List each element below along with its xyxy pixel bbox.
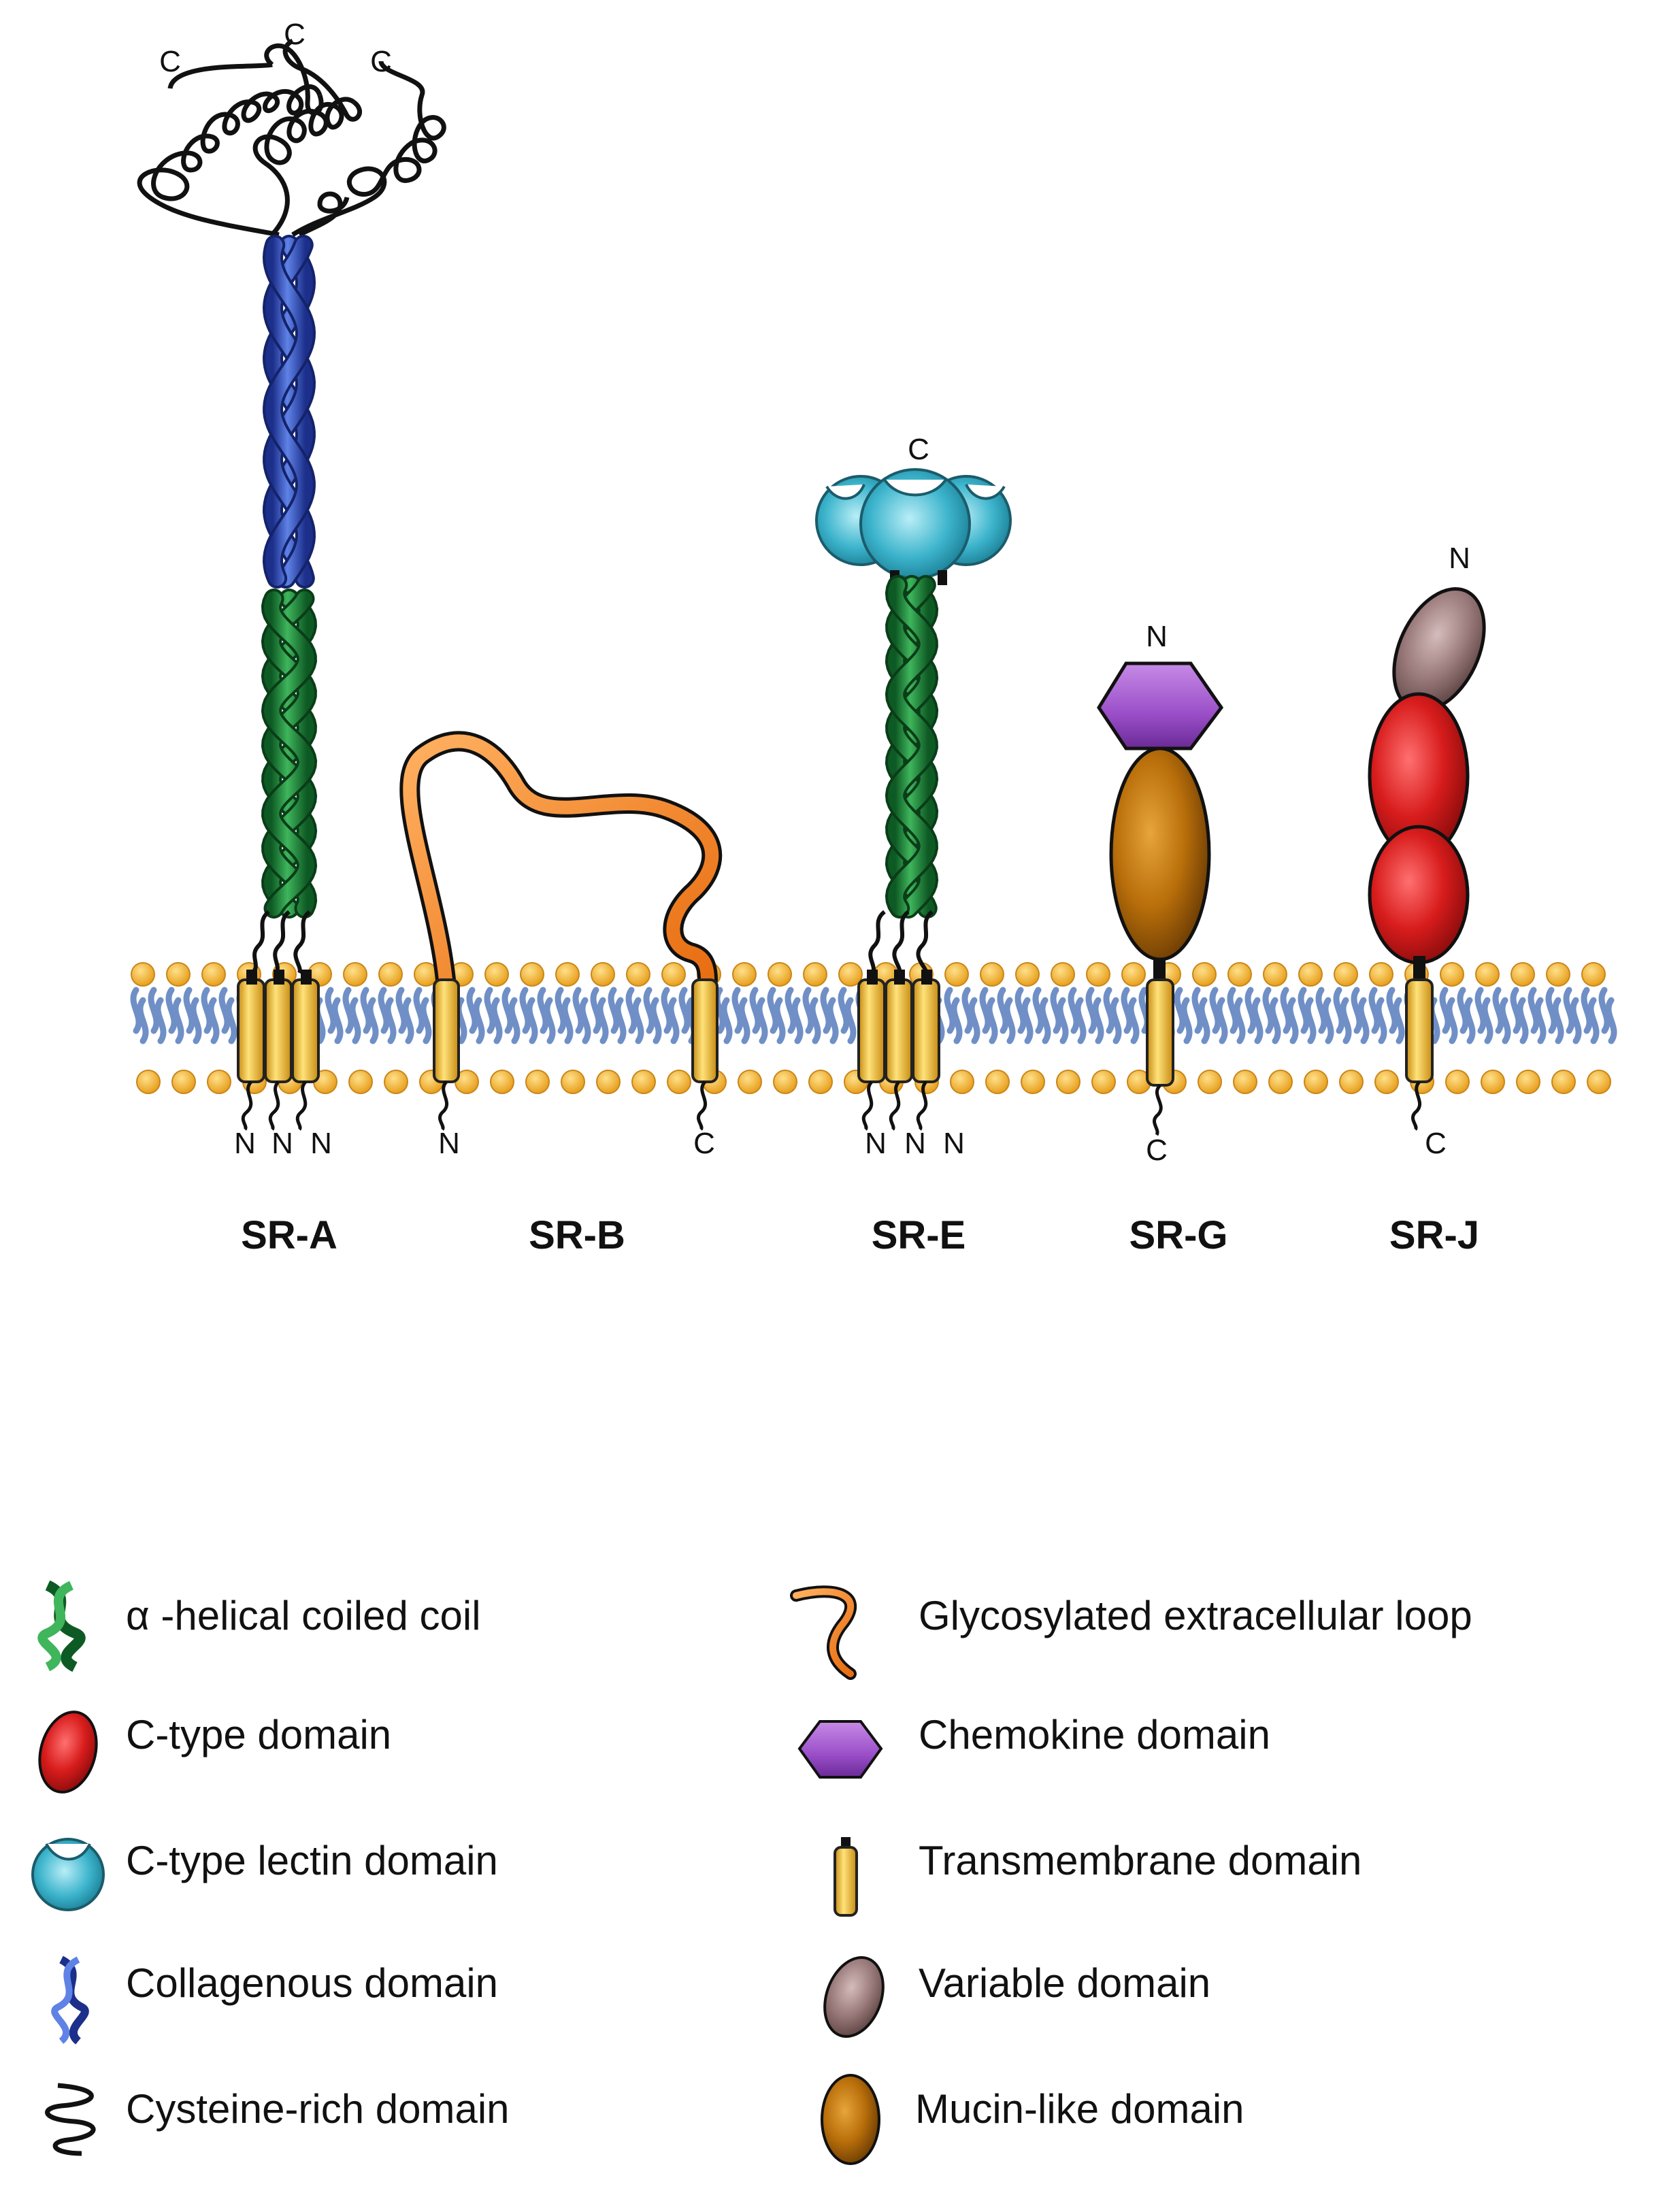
legend-label-transmembrane: Transmembrane domain <box>919 1838 1361 1883</box>
sr-e-transmembrane <box>857 970 940 1083</box>
collagenous-domain <box>262 235 316 589</box>
sr-b-label: SR-B <box>529 1213 625 1257</box>
coiled-coil-icon <box>37 1580 86 1672</box>
sr-e-n-terminal-2: N <box>904 1127 926 1160</box>
glycosylated-extracellular-loop <box>399 731 723 990</box>
sr-a-n-terminal-1: N <box>234 1127 256 1160</box>
hexagon-icon <box>797 1720 883 1779</box>
sr-a-c-terminal-2: C <box>284 18 306 51</box>
legend-label-cysteine-rich: Cysteine-rich domain <box>126 2086 510 2132</box>
legend-label-glycosylated-loop: Glycosylated extracellular loop <box>919 1593 1472 1638</box>
sr-a-n-terminal-2: N <box>271 1127 293 1160</box>
sr-j-label: SR-J <box>1389 1213 1479 1257</box>
legend-label-lectin: C-type lectin domain <box>126 1838 498 1883</box>
mauve-oval-icon <box>823 1955 885 2038</box>
legend-label-variable: Variable domain <box>919 1960 1210 2006</box>
sr-g-label: SR-G <box>1129 1213 1228 1257</box>
squiggle-icon <box>45 2083 96 2156</box>
sr-e-n-terminal-1: N <box>865 1127 887 1160</box>
lectin-icon <box>31 1838 105 1911</box>
sr-e-n-terminal-3: N <box>943 1127 965 1160</box>
sr-e-coiled-coil <box>885 575 939 919</box>
mucin-like-domain <box>1109 746 1211 961</box>
cylinder-icon <box>834 1837 858 1917</box>
receptor-sr-e: C N N N SR-E <box>815 433 1012 1257</box>
sr-b-n-terminal: N <box>438 1127 460 1160</box>
alpha-helical-coiled-coil <box>261 589 318 919</box>
c-type-domain-2 <box>1368 825 1470 965</box>
sr-g-transmembrane <box>1146 978 1174 1087</box>
receptor-sr-a: C C C N N N SR-A <box>137 18 446 1257</box>
legend: α -helical coiled coil C-type domain C-t… <box>31 1580 1472 2165</box>
chemokine-domain <box>1097 661 1224 750</box>
sr-a-n-terminal-3: N <box>310 1127 332 1160</box>
sr-e-c-terminal: C <box>908 433 929 466</box>
collagen-icon <box>51 1955 89 2045</box>
legend-label-chemokine: Chemokine domain <box>919 1712 1270 1757</box>
sr-b-c-terminal: C <box>693 1127 715 1160</box>
cysteine-rich-domain <box>137 38 446 237</box>
sr-a-c-terminal-3: C <box>370 45 392 78</box>
brown-oval-icon <box>821 2074 880 2165</box>
sr-j-transmembrane <box>1405 978 1434 1083</box>
loop-icon <box>790 1585 857 1680</box>
sr-g-c-terminal: C <box>1146 1134 1168 1167</box>
receptor-sr-j: N C SR-J <box>1368 542 1486 1257</box>
sr-j-c-terminal: C <box>1425 1127 1447 1160</box>
legend-label-collagenous: Collagenous domain <box>126 1960 498 2006</box>
sr-b-transmembrane-1 <box>433 978 460 1083</box>
legend-label-coiled-coil: α -helical coiled coil <box>126 1593 481 1638</box>
sr-g-n-terminal: N <box>1146 620 1168 653</box>
legend-label-c-type: C-type domain <box>126 1712 391 1757</box>
sr-a-label: SR-A <box>241 1213 337 1257</box>
sr-b-transmembrane-2 <box>691 978 719 1083</box>
legend-label-mucin: Mucin-like domain <box>915 2086 1244 2132</box>
sr-a-c-terminal-1: C <box>159 45 181 78</box>
sr-a-transmembrane <box>237 970 320 1083</box>
sr-e-label: SR-E <box>872 1213 966 1257</box>
red-oval-icon <box>38 1711 98 1794</box>
sr-j-n-terminal: N <box>1449 542 1470 575</box>
c-type-lectin-domains <box>815 468 1012 580</box>
sr-a-linkers <box>250 910 312 975</box>
receptor-sr-g: N C SR-G <box>1097 620 1228 1257</box>
receptor-sr-b: N C SR-B <box>399 731 723 1257</box>
